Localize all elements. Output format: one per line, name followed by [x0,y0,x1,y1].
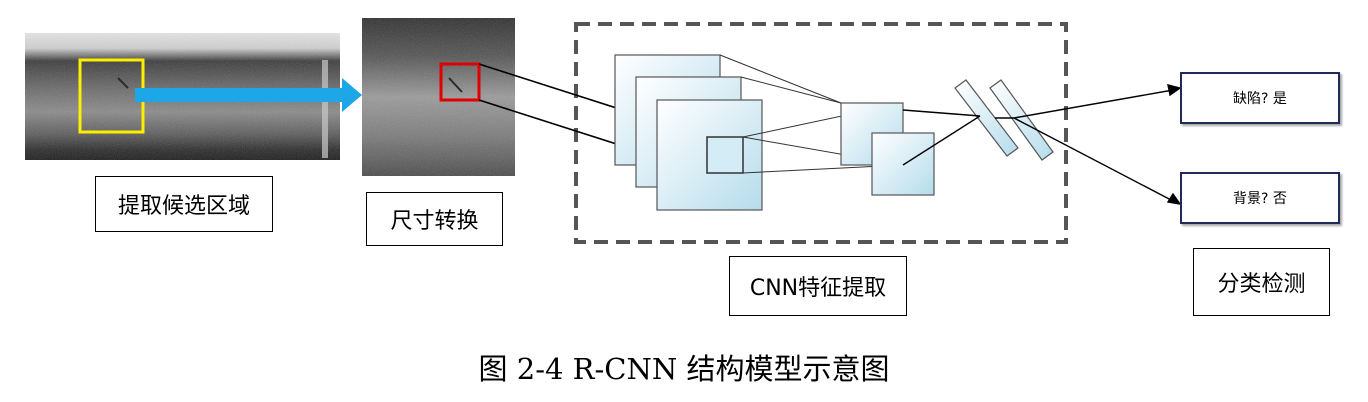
conv-layer-stack-1 [614,54,763,211]
resized-region-box [439,62,481,102]
fc-layer [954,79,1019,157]
kernel-patch [706,136,744,174]
figure-caption: 图 2-4 R-CNN 结构模型示意图 [478,352,890,386]
conv-layer-stack-2 [840,102,935,196]
output-background-box: 背景? 否 [1180,172,1340,224]
stage-label-cnn: CNN特征提取 [729,256,907,316]
output-defect-box: 缺陷? 是 [1180,72,1340,124]
cnn-container [574,22,1068,244]
fc-layer [989,79,1054,161]
stage-label-classify: 分类检测 [1193,248,1330,316]
transfer-arrow [135,78,362,112]
resized-image [362,18,515,176]
fc-layers [954,79,1054,161]
fc-connections [902,109,1014,166]
stage-label-resize: 尺寸转换 [366,192,503,246]
feature-map [871,132,935,196]
stage-label-extract: 提取候选区域 [95,176,273,232]
output-arrows [1013,84,1182,205]
